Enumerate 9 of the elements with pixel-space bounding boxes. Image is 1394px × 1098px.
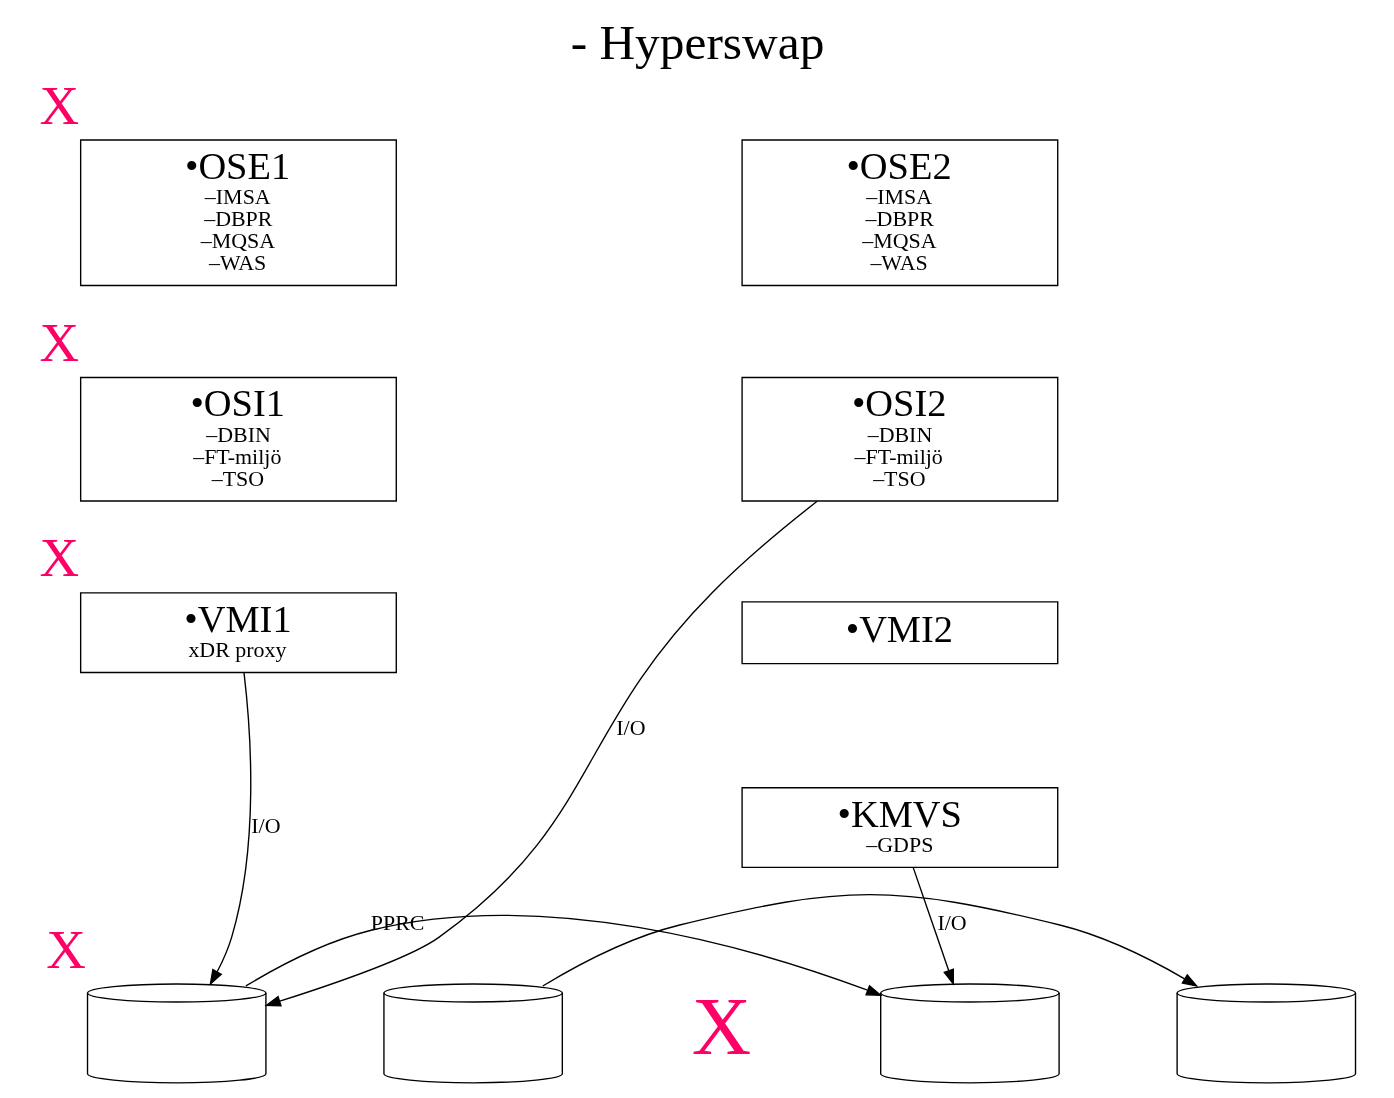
- node-label: X: [45, 918, 86, 980]
- node-label: X: [38, 527, 79, 589]
- label: X: [691, 981, 751, 1072]
- edge-label: I/O: [936, 910, 967, 936]
- edge-label: I/O: [250, 812, 281, 838]
- edge-label: I/O: [615, 715, 646, 741]
- node-label: X: [38, 312, 79, 373]
- node-label: X: [38, 74, 79, 136]
- diagram-title: - Hyperswap: [570, 14, 824, 70]
